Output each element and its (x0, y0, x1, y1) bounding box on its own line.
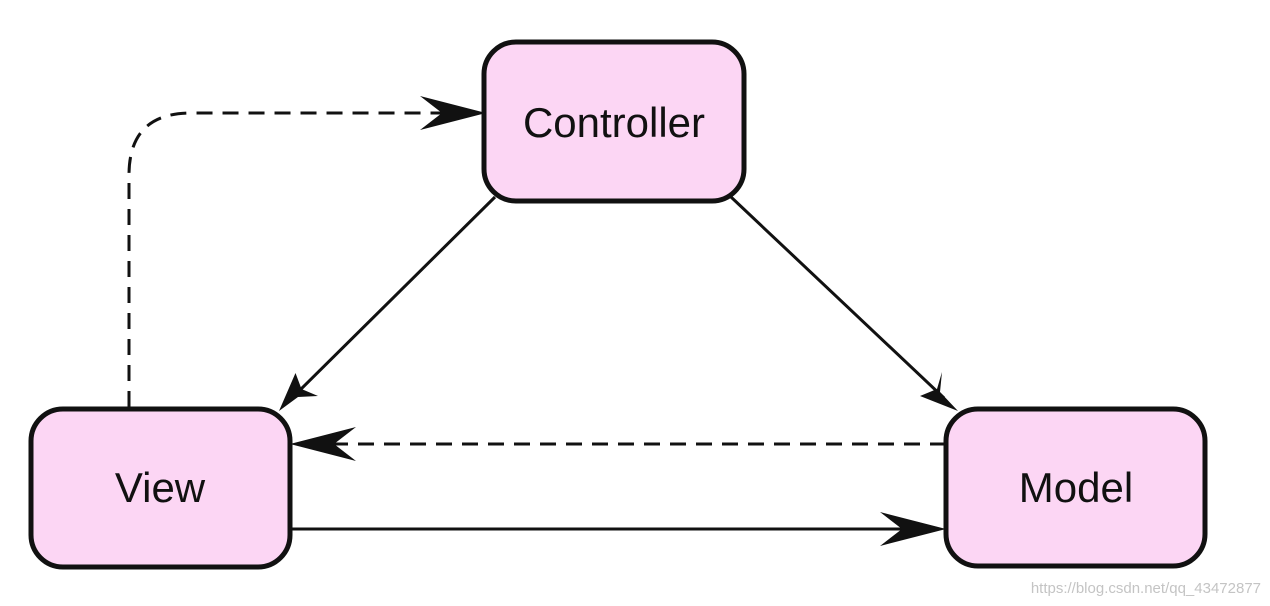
edge-view-to-controller (127, 96, 486, 407)
model-box (943, 406, 1208, 569)
edge-view-to-model (289, 512, 946, 546)
edge-model-to-view (290, 427, 946, 461)
edge-line (127, 111, 470, 407)
controller-box (481, 39, 747, 204)
arrow-head (420, 96, 486, 130)
node-view: View (28, 406, 293, 570)
edge-controller-to-view (279, 195, 497, 411)
node-model: Model (943, 406, 1208, 569)
view-label: View (115, 464, 206, 511)
edge-line (729, 195, 946, 400)
edge-line (291, 195, 497, 399)
arrow-head (290, 427, 356, 461)
view-box (28, 406, 293, 570)
watermark-text: https://blog.csdn.net/qq_43472877 (1031, 580, 1261, 597)
arrow-head (880, 512, 946, 546)
controller-label: Controller (523, 99, 705, 146)
arrow-head (920, 372, 958, 411)
edge-controller-to-model (729, 195, 958, 411)
arrow-head (279, 373, 318, 411)
model-label: Model (1019, 464, 1133, 511)
node-controller: Controller (481, 39, 747, 204)
